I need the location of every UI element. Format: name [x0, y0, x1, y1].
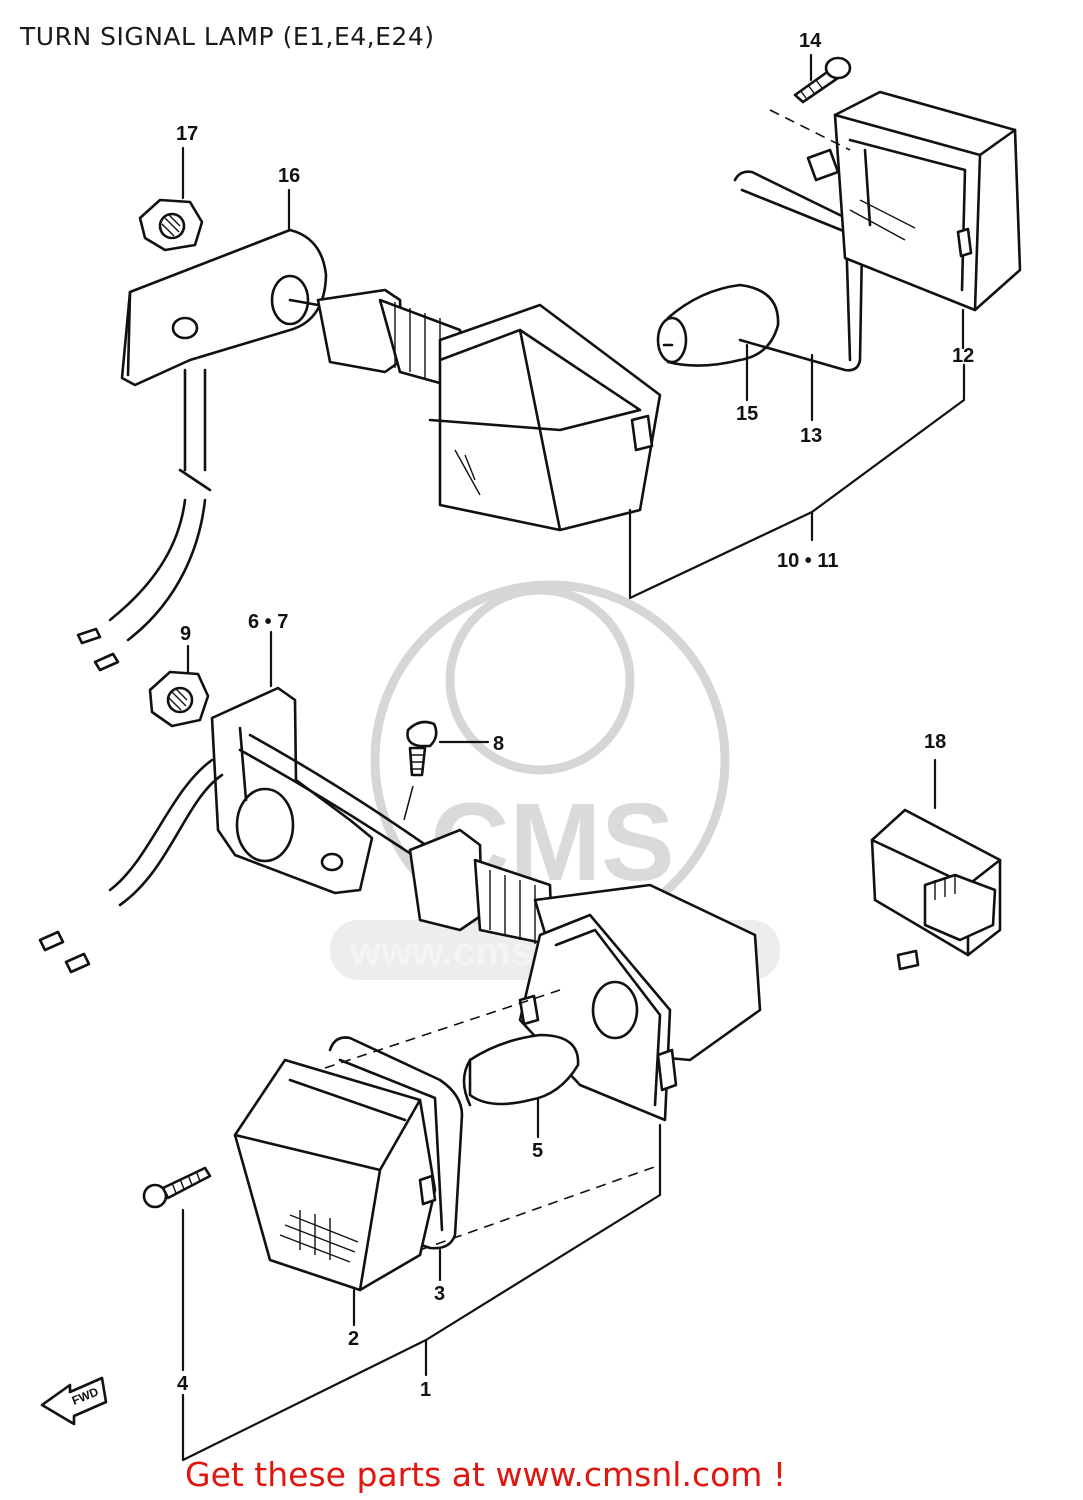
callout-8: 8 [493, 733, 504, 755]
lower-wire-harness [38, 733, 432, 974]
callout-6-7: 6 • 7 [248, 611, 288, 633]
part-2-lens [233, 1058, 437, 1292]
callout-15: 15 [736, 403, 758, 425]
callout-1: 1 [420, 1379, 431, 1401]
upper-leader-lines [181, 53, 966, 600]
callout-10-11: 10 • 11 [777, 550, 839, 572]
part-5-bulb [462, 1033, 580, 1107]
upper-lamp-body [288, 288, 662, 532]
lower-lens-alignment-bottom [419, 1164, 661, 1251]
callout-9: 9 [180, 623, 191, 645]
upper-screw-alignment [769, 109, 851, 151]
upper-wire-harness [76, 368, 212, 672]
callout-16: 16 [278, 165, 300, 187]
part-16-bracket [120, 228, 328, 387]
part-3-gasket [328, 1036, 464, 1250]
lower-lens-alignment-top [324, 989, 561, 1069]
part-9-nut [148, 670, 210, 728]
part-17-nut [138, 198, 204, 252]
cmsnl-promo-link[interactable]: Get these parts at www.cmsnl.com ! [185, 1455, 787, 1494]
callout-2: 2 [348, 1328, 359, 1350]
fwd-direction-arrow: FWD [40, 1376, 108, 1426]
diagram-title: TURN SIGNAL LAMP (E1,E4,E24) [20, 22, 435, 51]
part-12-lens [806, 90, 1022, 312]
callout-13: 13 [800, 425, 822, 447]
part-14-screw [793, 56, 852, 104]
callout-14: 14 [799, 30, 822, 52]
callout-18: 18 [924, 731, 946, 753]
part-6-7-bracket [210, 686, 374, 895]
callout-17: 17 [176, 123, 198, 145]
callout-4: 4 [177, 1373, 189, 1395]
callout-12: 12 [952, 345, 974, 367]
lower-leader-lines [181, 630, 937, 1462]
part-15-bulb [656, 283, 780, 367]
part-18-relay [870, 808, 1002, 971]
callout-3: 3 [434, 1283, 445, 1305]
part-8-screw [403, 720, 438, 821]
part-4-screw [142, 1166, 212, 1209]
callout-5: 5 [532, 1140, 543, 1162]
lower-lamp-body [408, 828, 762, 1122]
